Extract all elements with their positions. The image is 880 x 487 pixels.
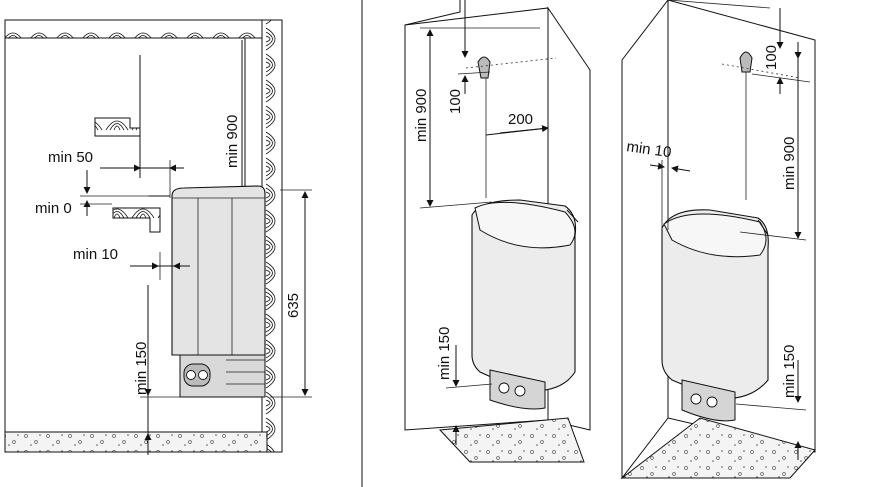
corner-min-10-label: min 10 <box>625 138 672 161</box>
corner-view: min 10 100 min 900 min 150 <box>620 0 816 480</box>
bench-lower <box>112 207 161 233</box>
knob-icon <box>498 382 510 394</box>
side-635-label: 635 <box>285 293 302 318</box>
corner-min-150-label: min 150 <box>781 345 798 398</box>
heater-side-body <box>171 185 266 356</box>
side-min-900-label: min 900 <box>224 115 241 168</box>
knob-icon <box>514 385 526 397</box>
wall-200-label: 200 <box>508 111 533 128</box>
wall-view-floor <box>438 417 585 463</box>
corner-wall-left <box>621 0 669 480</box>
bench-upper <box>94 117 141 137</box>
corner-min-900-label: min 900 <box>781 137 798 190</box>
wall-min-900-label: min 900 <box>413 89 430 142</box>
side-view: min 50 min 0 min 10 min 900 635 min 150 <box>4 19 312 455</box>
sensor-icon <box>739 51 753 73</box>
knob-icon <box>198 370 208 380</box>
side-min-0-label: min 0 <box>35 200 72 217</box>
ceiling-boards <box>4 19 268 39</box>
floor <box>4 431 268 453</box>
corner-view-floor <box>620 417 816 479</box>
wall-view: min 900 100 200 min 150 <box>404 0 591 463</box>
corner-100-label: 100 <box>763 45 780 70</box>
knob-icon <box>690 393 702 405</box>
side-min-150-label: min 150 <box>133 342 150 395</box>
knob-icon <box>186 370 196 380</box>
side-min-50-label: min 50 <box>48 149 93 166</box>
wall-min-150-label: min 150 <box>436 327 453 380</box>
wall-100-label: 100 <box>447 89 464 114</box>
knob-icon <box>706 396 718 408</box>
side-min-10-label: min 10 <box>73 246 118 263</box>
